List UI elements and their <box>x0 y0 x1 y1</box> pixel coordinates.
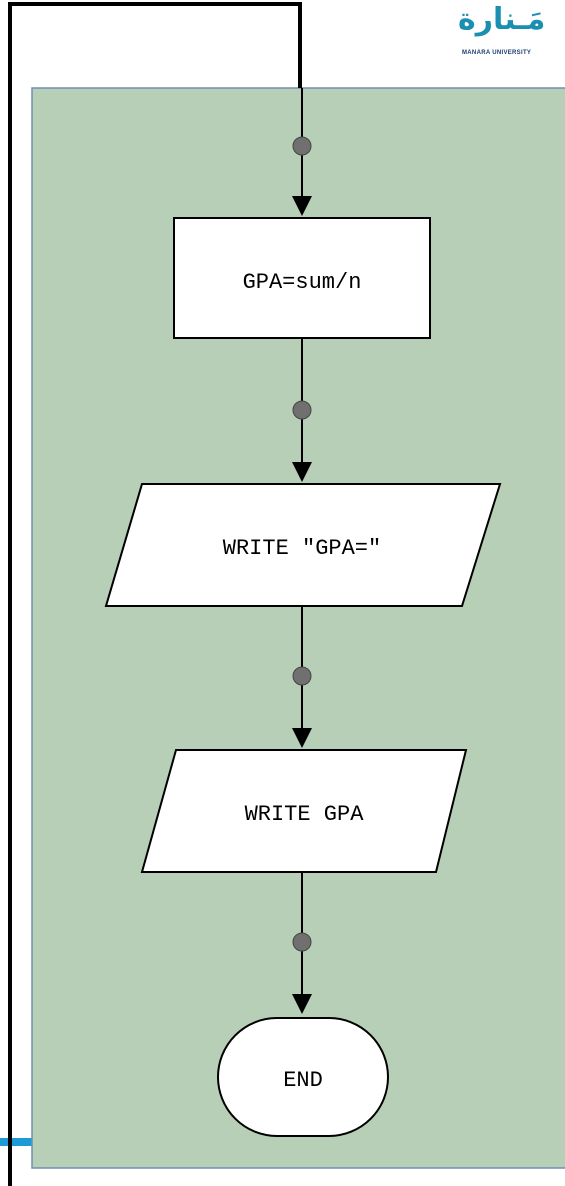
slide-accent-stripe <box>0 1138 40 1146</box>
connector-dot <box>292 400 312 420</box>
connector-dot <box>292 666 312 686</box>
process-node-label: GPA=sum/n <box>243 270 362 295</box>
terminal-node <box>217 1017 389 1137</box>
output-node-2 <box>140 749 468 873</box>
output-node-2-label: WRITE GPA <box>245 802 365 827</box>
arrowhead <box>292 196 312 216</box>
arrowhead <box>292 728 312 748</box>
output-node-1 <box>104 483 502 607</box>
terminal-node-label: END <box>283 1068 323 1093</box>
connector-dot <box>292 136 312 156</box>
arrowhead <box>292 462 312 482</box>
university-logo-arabic: مَـنارة <box>458 2 546 37</box>
process-node <box>173 217 431 339</box>
output-node-1-label: WRITE "GPA=" <box>223 536 381 561</box>
arrowhead <box>292 994 312 1014</box>
university-logo-english: MANARA UNIVERSITY <box>462 50 532 56</box>
connector-dot <box>292 932 312 952</box>
